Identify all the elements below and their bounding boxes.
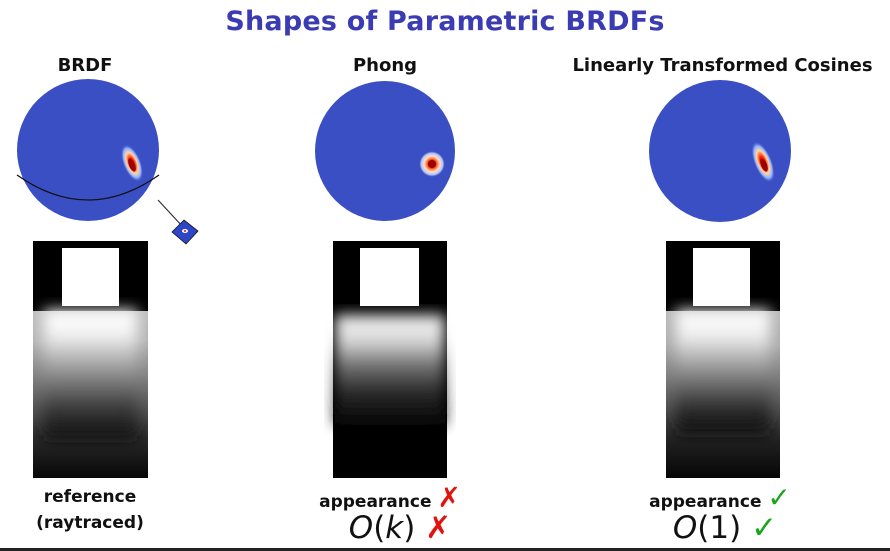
brdf-sphere xyxy=(16,79,160,221)
divider xyxy=(0,548,890,551)
check-icon: ✓ xyxy=(751,510,778,546)
phong-complexity: O(k) ✗ xyxy=(348,510,452,546)
surface-patch-icon xyxy=(157,199,199,245)
check-icon: ✓ xyxy=(767,481,791,514)
caption-ltc-appearance-label: appearance xyxy=(649,492,762,512)
phong-sphere xyxy=(315,81,455,221)
render-ltc xyxy=(666,241,780,478)
caption-phong-appearance-label: appearance xyxy=(319,492,432,512)
render-reference xyxy=(33,241,148,478)
cross-icon: ✗ xyxy=(437,481,461,514)
page-title: Shapes of Parametric BRDFs xyxy=(225,6,665,37)
ltc-complexity: O(1) ✓ xyxy=(672,510,778,546)
caption-raytraced: (raytraced) xyxy=(36,513,144,533)
column-heading-phong: Phong xyxy=(352,55,418,76)
cross-icon: ✗ xyxy=(425,510,452,546)
caption-phong-appearance: appearance ✗ xyxy=(305,481,475,514)
column-heading-brdf: BRDF xyxy=(57,55,113,76)
column-heading-ltc: Linearly Transformed Cosines xyxy=(572,55,873,76)
ltc-sphere xyxy=(649,80,791,222)
caption-ltc-appearance: appearance ✓ xyxy=(630,481,810,514)
render-phong xyxy=(333,241,447,478)
caption-reference: reference xyxy=(43,487,137,507)
